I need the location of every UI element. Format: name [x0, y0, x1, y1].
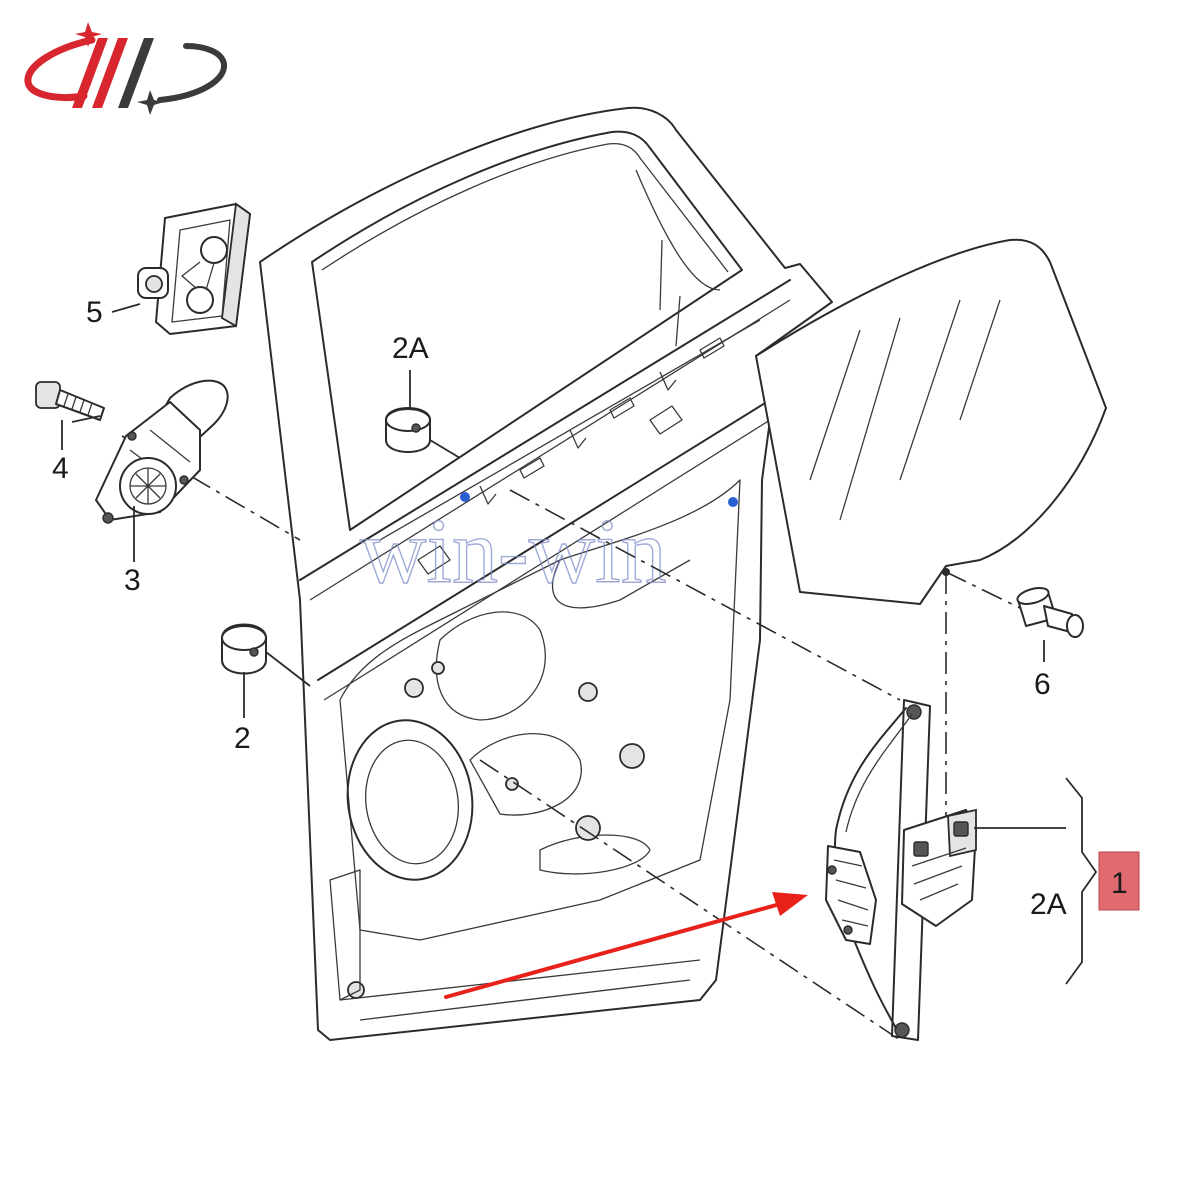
part-4-bolt	[35, 381, 105, 421]
part-3-regulator-motor	[95, 379, 229, 524]
part-1-window-regulator	[825, 699, 977, 1041]
ww-logo-icon	[24, 22, 228, 115]
part-5-switch-block	[137, 202, 251, 335]
callout-5: 5	[86, 296, 103, 329]
callout-2a-group: 2A	[1030, 888, 1067, 921]
callout-3: 3	[124, 564, 141, 597]
part-1-highlight-badge	[1098, 851, 1140, 911]
callout-1: 1	[1111, 867, 1128, 900]
window-glass	[755, 238, 1107, 605]
door-frame	[259, 106, 833, 1041]
part-2-nut	[221, 623, 267, 675]
watermark-text: win-win	[360, 500, 667, 602]
callout-2a-upper: 2A	[392, 332, 429, 365]
part-2a-nut-upper	[385, 407, 431, 453]
highlight-arrow-icon	[444, 892, 808, 999]
callout-2: 2	[234, 722, 251, 755]
part-6-pin	[1016, 587, 1084, 638]
callout-6: 6	[1034, 668, 1051, 701]
callout-4: 4	[52, 452, 69, 485]
